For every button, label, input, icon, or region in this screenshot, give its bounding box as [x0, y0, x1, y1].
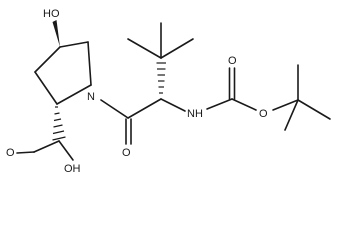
bond-calpha-nh — [160, 98, 186, 112]
structure-diagram: HO N O NH O O O OH — [6, 8, 331, 175]
wedge-bond-c4-oh — [52, 20, 60, 47]
amide-nh-label: NH — [187, 108, 203, 120]
bond-quat-c-methyl-right — [160, 38, 194, 59]
bond-tbu-methyl-right — [297, 99, 331, 120]
bond-c3-c4 — [34, 46, 61, 73]
hashed-bond-c2-cooh — [52, 106, 66, 141]
bond-carbonyl-calpha — [127, 98, 162, 119]
bond-ester-o-tbu-c — [272, 99, 299, 111]
bond-carbamate-c-ester-o — [231, 98, 257, 111]
bond-c5-n — [87, 41, 92, 86]
bond-cooh-carbon — [33, 140, 60, 153]
carbonyl-oxygen-label: O — [122, 147, 131, 159]
bond-n-c2 — [56, 84, 92, 105]
bond-n-carbonyl — [100, 99, 129, 119]
hydroxyl-label: HO — [43, 8, 60, 20]
bond-tbu-methyl-down — [284, 99, 299, 131]
bond-nh-carbamate-c — [206, 98, 233, 110]
molecule-drawing: HO N O NH O O O OH — [6, 8, 331, 175]
hashed-bond-calpha-tbu — [156, 62, 166, 94]
carbamate-carbonyl-oxygen-label: O — [228, 55, 237, 67]
carboxyl-oh-label: OH — [64, 163, 81, 175]
carboxyl-carbonyl-oxygen-label: O — [6, 147, 15, 159]
bond-c4-c5 — [59, 41, 89, 48]
bond-quat-c-methyl-left — [127, 38, 162, 59]
carbamate-ester-oxygen-label: O — [259, 108, 268, 120]
bond-c2-c3 — [34, 71, 58, 105]
ring-nitrogen-label: N — [87, 91, 95, 103]
bond-cooh-c-o-double-a — [16, 151, 35, 154]
bond-cooh-c-oh — [58, 140, 74, 161]
